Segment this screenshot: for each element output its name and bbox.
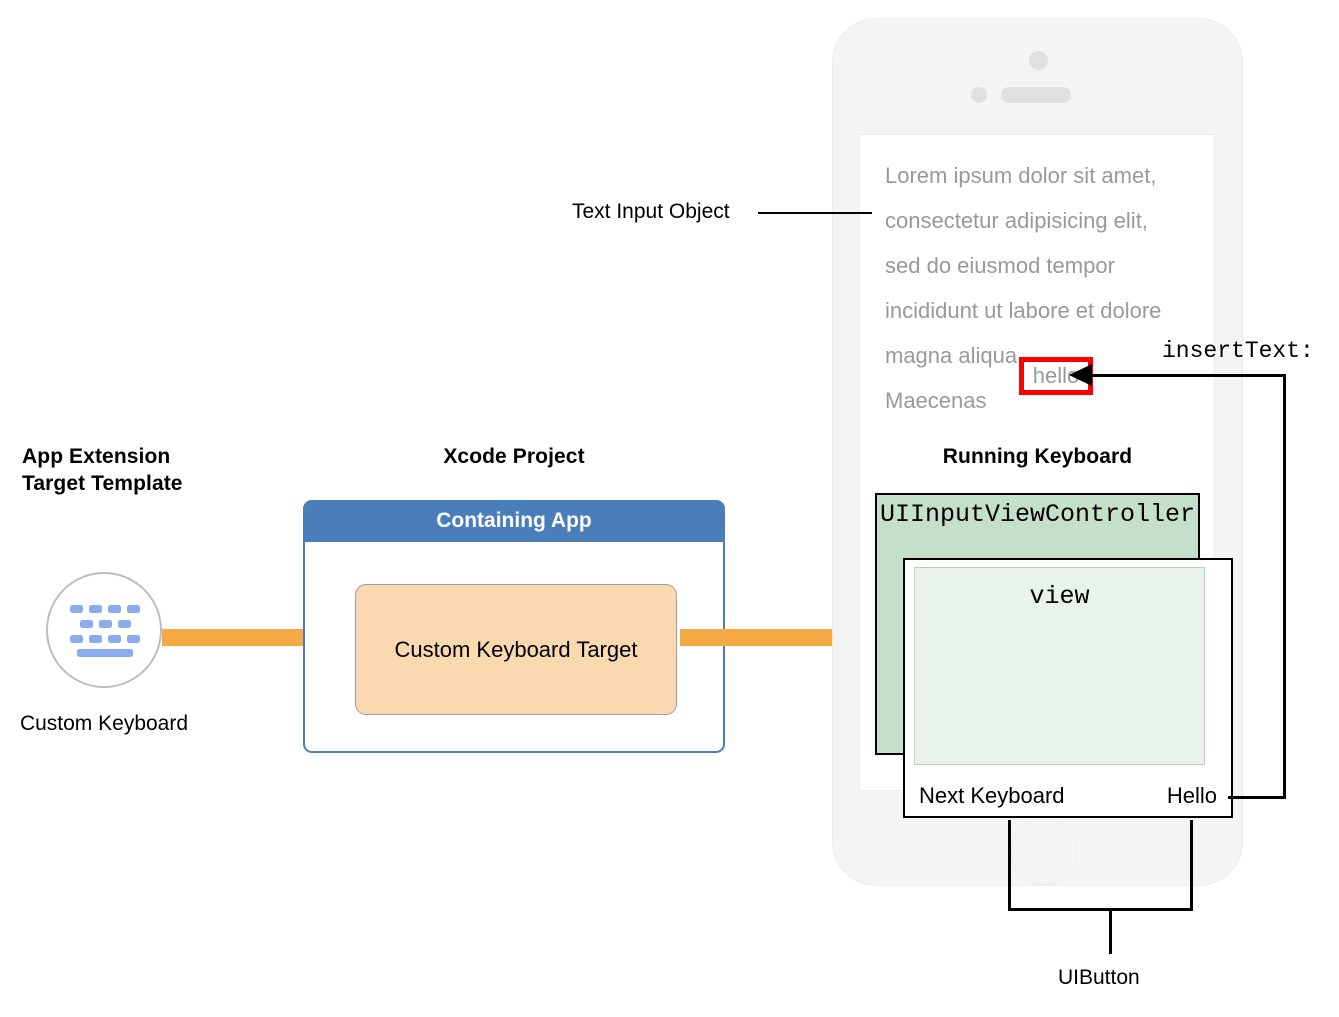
- uibutton-bracket-right: [1190, 820, 1193, 910]
- column-title-running: Running Keyboard: [942, 445, 1133, 468]
- uibutton-bracket-left: [1008, 820, 1011, 910]
- custom-keyboard-circle: [46, 572, 162, 688]
- view-label: view: [1029, 582, 1090, 611]
- custom-keyboard-caption: Custom Keyboard: [19, 712, 189, 735]
- home-button[interactable]: [1011, 819, 1077, 885]
- uiinputviewcontroller-label: UIInputViewController: [879, 500, 1196, 529]
- insert-text-arrowhead: [1069, 364, 1092, 386]
- next-keyboard-button[interactable]: Next Keyboard: [919, 782, 1065, 808]
- containing-app-header: Containing App: [303, 500, 725, 542]
- keyboard-icon: [70, 605, 140, 657]
- lorem-line: incididunt ut labore et dolore: [885, 298, 1162, 323]
- insert-text-line-bottom: [1228, 796, 1286, 799]
- uibutton-bracket-stem: [1109, 908, 1112, 954]
- keyboard-button-row: Next Keyboard Hello: [905, 773, 1231, 818]
- camera-icon: [1029, 51, 1048, 70]
- lorem-line-last: Maecenas: [885, 388, 987, 413]
- view-box: view: [914, 567, 1205, 765]
- lorem-line: Lorem ipsum dolor sit amet,: [885, 163, 1157, 188]
- uibutton-label: UIButton: [1058, 966, 1140, 989]
- insert-text-line-right: [1283, 374, 1286, 799]
- uibutton-bracket-bottom: [1008, 908, 1193, 911]
- insert-text-label: insertText:: [1162, 338, 1314, 364]
- lorem-line: consectetur adipisicing elit,: [885, 208, 1148, 233]
- containing-app-box: Containing App Custom Keyboard Target: [303, 500, 725, 753]
- column-title-template: App Extension Target Template: [22, 445, 183, 495]
- text-input-object-label: Text Input Object: [572, 200, 730, 223]
- insert-text-line-top: [1091, 374, 1285, 377]
- text-input-object-leader-line: [758, 212, 872, 214]
- lorem-text: Lorem ipsum dolor sit amet, consectetur …: [885, 153, 1201, 423]
- keyboard-view-panel: view Next Keyboard Hello: [903, 558, 1233, 818]
- lorem-line: sed do eiusmod tempor: [885, 253, 1115, 278]
- column-title-xcode: Xcode Project: [443, 445, 585, 468]
- lorem-line: magna aliqua.: [885, 343, 1024, 368]
- custom-keyboard-target-box: Custom Keyboard Target: [355, 584, 677, 715]
- hello-button[interactable]: Hello: [1166, 782, 1217, 808]
- sensor-icon: [971, 87, 987, 103]
- speaker-grille: [1001, 87, 1071, 103]
